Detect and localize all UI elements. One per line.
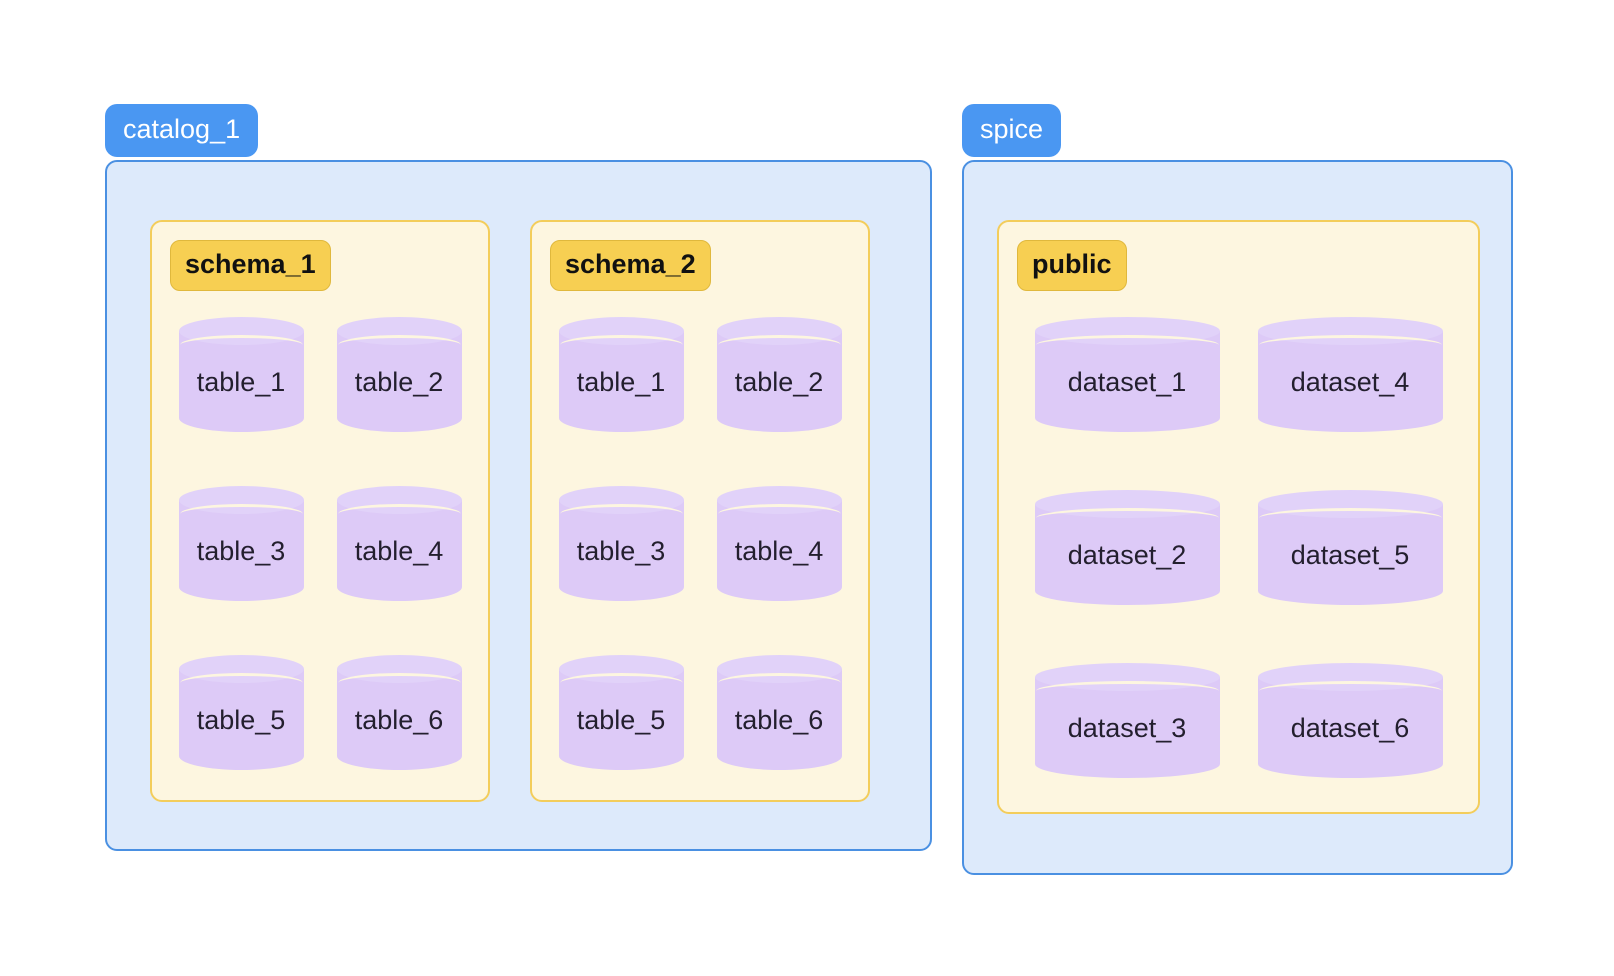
schema-row-spice: public dataset_1 (997, 220, 1480, 814)
catalog-badge-spice[interactable]: spice (962, 104, 1062, 157)
schema-row-catalog_1: schema_1 table_1 (150, 220, 870, 802)
cylinder-seam (717, 673, 841, 693)
cylinder-seam (1258, 681, 1442, 701)
dataset-label: dataset_3 (1067, 713, 1187, 743)
table-cylinder[interactable]: table_4 (336, 486, 462, 601)
table-cylinder[interactable]: table_5 (558, 655, 684, 770)
schema-panel-schema_1: schema_1 table_1 (150, 220, 490, 802)
table-label: table_4 (354, 536, 444, 566)
table-label: table_2 (734, 367, 824, 397)
schema-panel-public: public dataset_1 (997, 220, 1480, 814)
table-cylinder[interactable]: table_1 (558, 317, 684, 432)
dataset-cylinder[interactable]: dataset_6 (1257, 663, 1443, 778)
table-label: table_6 (734, 705, 824, 735)
table-label: table_1 (196, 367, 286, 397)
cylinder-seam (337, 673, 461, 693)
schema-badge-public[interactable]: public (1017, 240, 1127, 291)
table-cylinder[interactable]: table_1 (178, 317, 304, 432)
cylinder-seam (1258, 335, 1442, 355)
table-label: table_3 (196, 536, 286, 566)
dataset-label: dataset_6 (1290, 713, 1410, 743)
table-label: table_6 (354, 705, 444, 735)
catalog-badge-catalog_1[interactable]: catalog_1 (105, 104, 259, 157)
dataset-cylinder[interactable]: dataset_4 (1257, 317, 1443, 432)
dataset-label: dataset_4 (1290, 367, 1410, 397)
object-grid-schema_2: table_1 table_3 (532, 317, 868, 770)
cylinder-seam (559, 335, 683, 355)
object-grid-schema_1: table_1 table_3 (152, 317, 488, 770)
cylinder-seam (717, 335, 841, 355)
schema-panel-schema_2: schema_2 table_1 (530, 220, 870, 802)
table-label: table_5 (576, 705, 666, 735)
table-label: table_5 (196, 705, 286, 735)
cylinder-seam (1035, 335, 1219, 355)
table-cylinder[interactable]: table_6 (336, 655, 462, 770)
object-grid-public: dataset_1 dataset_2 (999, 317, 1478, 778)
cylinder-seam (337, 504, 461, 524)
table-cylinder[interactable]: table_3 (178, 486, 304, 601)
dataset-cylinder[interactable]: dataset_1 (1034, 317, 1220, 432)
catalog-panel-catalog_1: schema_1 table_1 (105, 160, 932, 851)
table-label: table_1 (576, 367, 666, 397)
dataset-cylinder[interactable]: dataset_5 (1257, 490, 1443, 605)
dataset-label: dataset_5 (1290, 540, 1410, 570)
dataset-label: dataset_1 (1067, 367, 1187, 397)
schema-badge-schema_1[interactable]: schema_1 (170, 240, 331, 291)
table-cylinder[interactable]: table_5 (178, 655, 304, 770)
cylinder-seam (717, 504, 841, 524)
table-cylinder[interactable]: table_2 (716, 317, 842, 432)
cylinder-seam (179, 504, 303, 524)
table-cylinder[interactable]: table_4 (716, 486, 842, 601)
cylinder-seam (337, 335, 461, 355)
table-label: table_2 (354, 367, 444, 397)
cylinder-seam (179, 673, 303, 693)
catalog-panel-spice: public dataset_1 (962, 160, 1513, 875)
table-cylinder[interactable]: table_3 (558, 486, 684, 601)
table-cylinder[interactable]: table_2 (336, 317, 462, 432)
catalog-group-catalog_1: catalog_1 schema_1 table_1 (105, 104, 932, 904)
dataset-cylinder[interactable]: dataset_2 (1034, 490, 1220, 605)
table-cylinder[interactable]: table_6 (716, 655, 842, 770)
cylinder-seam (1035, 508, 1219, 528)
cylinder-seam (179, 335, 303, 355)
cylinder-seam (1035, 681, 1219, 701)
catalog-group-spice: spice public dataset_1 (962, 104, 1513, 904)
dataset-cylinder[interactable]: dataset_3 (1034, 663, 1220, 778)
cylinder-seam (559, 504, 683, 524)
table-label: table_4 (734, 536, 824, 566)
table-label: table_3 (576, 536, 666, 566)
schema-badge-schema_2[interactable]: schema_2 (550, 240, 711, 291)
cylinder-seam (559, 673, 683, 693)
cylinder-seam (1258, 508, 1442, 528)
dataset-label: dataset_2 (1067, 540, 1187, 570)
